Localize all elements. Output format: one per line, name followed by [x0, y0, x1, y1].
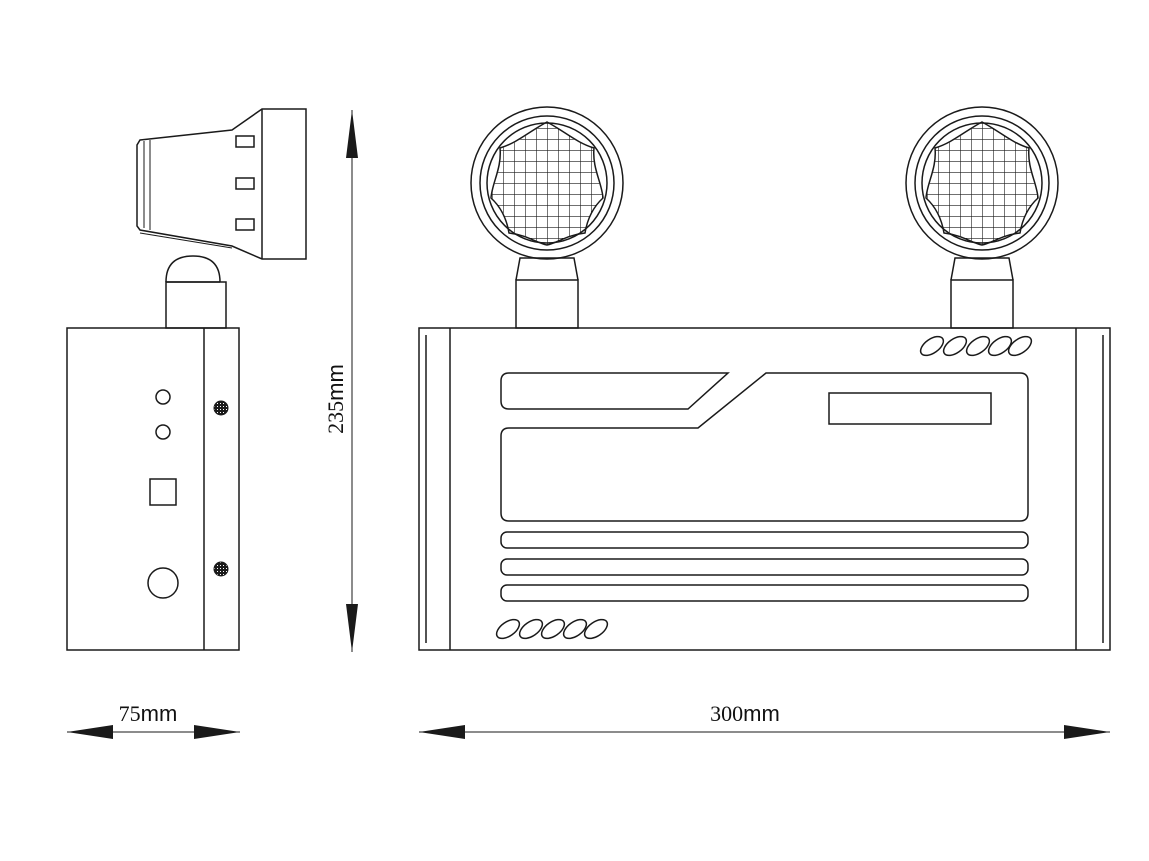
label-panel-small: [500, 372, 730, 410]
display-window: [828, 392, 992, 425]
front-view: [418, 106, 1111, 651]
vent-ovals-bottom: [495, 618, 609, 640]
side-width-unit: mm: [141, 701, 178, 726]
vent-slot-2: [500, 558, 1029, 576]
side-width-dimension: 75mm: [67, 701, 240, 739]
side-view: [66, 108, 307, 651]
indicator-led-2: [155, 424, 171, 440]
label-panel-main: [500, 372, 1029, 522]
height-dimension: 235mm: [323, 110, 358, 652]
side-width-value: 75: [119, 701, 141, 726]
vent-slot-1: [500, 531, 1029, 549]
front-width-unit: mm: [743, 701, 780, 726]
front-lamp-right: [905, 106, 1059, 329]
screw-1: [213, 400, 229, 416]
svg-text:235mm: 235mm: [323, 364, 348, 434]
cable-gland: [147, 567, 179, 599]
svg-text:300mm: 300mm: [710, 701, 780, 726]
front-lamp-left: [470, 106, 624, 329]
vent-slot-3: [500, 584, 1029, 602]
indicator-led-1: [155, 389, 171, 405]
side-joint: [165, 255, 227, 329]
screw-2: [213, 561, 229, 577]
vent-ovals-top: [919, 335, 1033, 357]
front-width-value: 300: [710, 701, 743, 726]
side-body: [66, 327, 240, 651]
test-button: [149, 478, 177, 506]
side-lamp-head: [136, 108, 307, 260]
front-width-dimension: 300mm: [419, 701, 1110, 739]
svg-text:75mm: 75mm: [119, 701, 178, 726]
height-value: 235: [323, 401, 348, 434]
front-housing: [418, 327, 1111, 651]
height-unit: mm: [323, 364, 348, 401]
